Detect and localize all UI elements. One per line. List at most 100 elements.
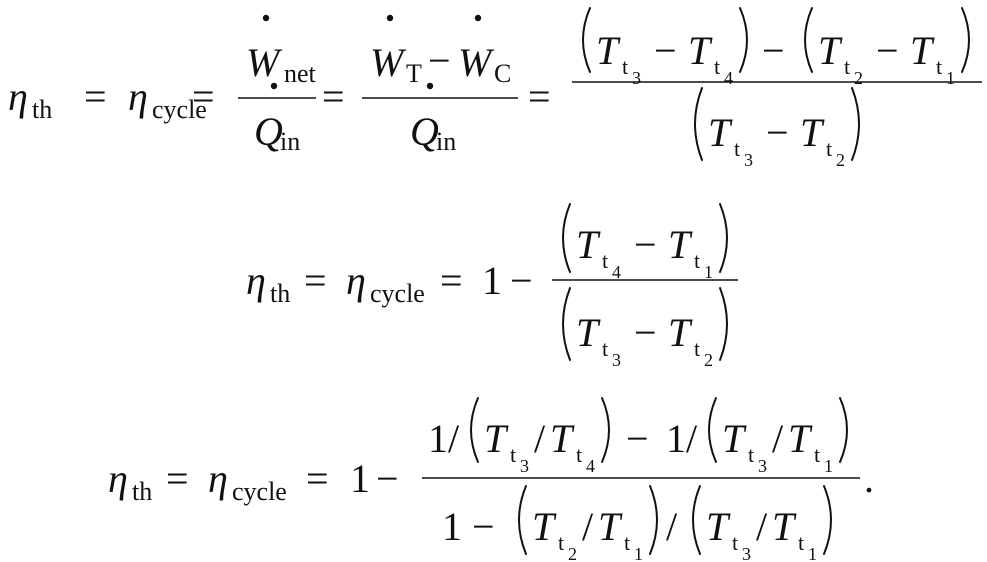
subscript-3: 3 xyxy=(758,456,767,476)
temperature-symbol: T xyxy=(668,222,693,267)
slash: / xyxy=(666,504,678,549)
subscript-2: 2 xyxy=(854,68,863,88)
heat-symbol: Q xyxy=(410,109,439,154)
subscript-t: t xyxy=(732,530,738,555)
subscript-4: 4 xyxy=(724,68,733,88)
subscript-t: t xyxy=(694,336,700,361)
temperature-symbol: T xyxy=(688,28,713,73)
subscript-1: 1 xyxy=(824,456,833,476)
subscript-t: t xyxy=(826,136,832,161)
temperature-symbol: T xyxy=(550,416,575,461)
one-digit: 1 xyxy=(482,258,502,303)
subscript-2: 2 xyxy=(704,350,713,370)
subscript-in: in xyxy=(280,127,300,156)
equals-sign: = xyxy=(528,74,551,119)
minus-sign: − xyxy=(634,310,657,355)
temperature-symbol: T xyxy=(800,110,825,155)
subscript-3: 3 xyxy=(520,456,529,476)
equals-sign: = xyxy=(192,74,215,119)
left-paren xyxy=(708,397,717,463)
right-paren xyxy=(851,87,860,161)
period: . xyxy=(864,456,874,501)
subscript-th: th xyxy=(132,477,152,506)
subscript-3: 3 xyxy=(632,68,641,88)
temperature-symbol: T xyxy=(706,504,731,549)
temperature-symbol: T xyxy=(532,504,557,549)
minus-sign: − xyxy=(634,222,657,267)
equals-sign: = xyxy=(304,258,327,303)
minus-sign: − xyxy=(762,28,785,73)
heat-symbol: Q xyxy=(254,109,283,154)
right-paren xyxy=(823,485,832,555)
one-digit: 1 xyxy=(350,456,370,501)
subscript-t: t xyxy=(558,530,564,555)
left-paren xyxy=(518,485,527,555)
subscript-3: 3 xyxy=(742,544,751,562)
slash: / xyxy=(772,416,784,461)
subscript-1: 1 xyxy=(704,262,713,282)
work-symbol: W xyxy=(246,40,283,85)
temperature-symbol: T xyxy=(818,28,843,73)
subscript-t: t xyxy=(624,530,630,555)
subscript-3: 3 xyxy=(744,150,753,170)
equals-sign: = xyxy=(306,456,329,501)
minus-sign: − xyxy=(626,416,649,461)
equation-3-svg: η th = η cycle = 1 − 1 / T t 3 / T t 4 −… xyxy=(108,397,874,562)
slash: / xyxy=(534,416,546,461)
subscript-t: t xyxy=(622,54,628,79)
minus-sign: − xyxy=(876,28,899,73)
left-paren xyxy=(582,7,591,73)
equals-sign: = xyxy=(84,74,107,119)
subscript-t: t xyxy=(844,54,850,79)
slash: / xyxy=(582,504,594,549)
left-paren xyxy=(562,287,571,361)
temperature-symbol: T xyxy=(576,310,601,355)
minus-sign: − xyxy=(472,504,495,549)
eta-symbol: η xyxy=(128,74,148,119)
rate-dot xyxy=(386,14,394,22)
subscript-compressor: C xyxy=(494,59,511,88)
subscript-cycle: cycle xyxy=(370,279,425,308)
subscript-t: t xyxy=(814,442,820,467)
subscript-t: t xyxy=(798,530,804,555)
rate-dot xyxy=(474,14,482,22)
temperature-symbol: T xyxy=(596,28,621,73)
work-symbol: W xyxy=(370,40,407,85)
temperature-symbol: T xyxy=(484,416,509,461)
subscript-net: net xyxy=(284,59,317,88)
rate-dot xyxy=(262,14,270,22)
eta-symbol: η xyxy=(246,258,266,303)
equals-sign: = xyxy=(166,456,189,501)
subscript-t: t xyxy=(714,54,720,79)
subscript-t: t xyxy=(602,336,608,361)
one-digit: 1 xyxy=(666,416,686,461)
left-paren xyxy=(804,7,813,73)
subscript-t: t xyxy=(694,248,700,273)
minus-sign: − xyxy=(428,38,451,83)
one-digit: 1 xyxy=(442,504,462,549)
subscript-4: 4 xyxy=(586,456,595,476)
right-paren xyxy=(961,7,970,73)
work-symbol: W xyxy=(458,40,495,85)
equation-2: η th = η cycle = 1 − T t 4 − T t 1 T t 3… xyxy=(0,190,987,370)
equation-1-svg: η th = η cycle = W net Q in = W T − W C … xyxy=(8,7,982,170)
left-paren xyxy=(562,203,571,273)
subscript-th: th xyxy=(32,95,52,124)
rate-dot xyxy=(426,82,434,90)
minus-sign: − xyxy=(654,28,677,73)
subscript-4: 4 xyxy=(612,262,621,282)
right-paren xyxy=(719,203,728,273)
equals-sign: = xyxy=(440,258,463,303)
temperature-symbol: T xyxy=(772,504,797,549)
subscript-t: t xyxy=(748,442,754,467)
minus-sign: − xyxy=(766,110,789,155)
subscript-in: in xyxy=(436,127,456,156)
subscript-cycle: cycle xyxy=(152,95,207,124)
eta-symbol: η xyxy=(346,258,366,303)
temperature-symbol: T xyxy=(722,416,747,461)
temperature-symbol: T xyxy=(668,310,693,355)
subscript-turbine: T xyxy=(406,59,422,88)
slash: / xyxy=(686,416,698,461)
equals-sign: = xyxy=(322,74,345,119)
subscript-3: 3 xyxy=(612,350,621,370)
